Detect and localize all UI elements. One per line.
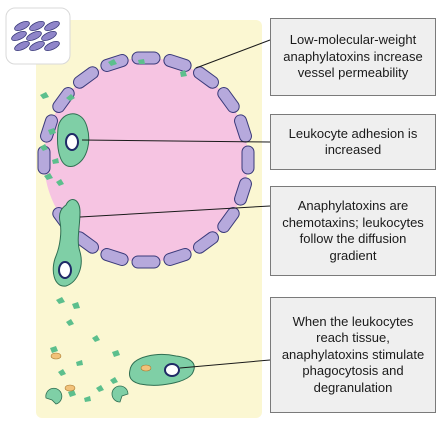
endothelial-cell (234, 177, 252, 206)
anaphylatoxin-particle (66, 94, 75, 101)
leader-lines (79, 39, 271, 369)
tissue-leukocyte (129, 354, 195, 386)
endothelial-cell (241, 145, 255, 175)
leader-line (195, 39, 271, 69)
endothelial-cell (100, 248, 129, 266)
callout-text: Leukocyte adhesion is increased (288, 125, 418, 158)
leader-line (81, 139, 271, 143)
callout-vessel-permeability: Low-molecular-weight anaphylatoxins incr… (270, 18, 436, 96)
anaphylatoxin-particle (96, 385, 104, 392)
anaphylatoxin-particle (58, 369, 66, 376)
anaphylatoxin-particle (110, 377, 118, 384)
callout-chemotaxis: Anaphylatoxins are chemotaxins; leukocyt… (270, 186, 436, 276)
leukocyte-nucleus (58, 261, 72, 279)
anaphylatoxin-particle (84, 396, 91, 402)
leader-line (179, 359, 271, 369)
callout-phagocytosis: When the leukocytes reach tissue, anaphy… (270, 297, 436, 413)
endothelial-cell (163, 248, 192, 266)
anaphylatoxin-particle (72, 302, 80, 309)
anaphylatoxin-particle (138, 59, 145, 64)
anaphylatoxin-particle (44, 173, 53, 180)
endothelial-cell (163, 54, 192, 72)
vessel-wall (37, 51, 255, 269)
endothelial-cell (193, 66, 219, 89)
leader-line (79, 205, 271, 218)
callout-text: Low-molecular-weight anaphylatoxins incr… (283, 32, 423, 81)
anaphylatoxin-particle (112, 350, 120, 357)
anaphylatoxin-particle (56, 297, 65, 304)
callout-text: When the leukocytes reach tissue, anaphy… (281, 313, 425, 395)
endothelial-cell (131, 255, 161, 269)
anaphylatoxin-particle (50, 346, 58, 353)
anaphylatoxin-particle (52, 158, 59, 164)
endothelial-cell (73, 66, 99, 89)
phagocytes (45, 385, 129, 405)
granule (50, 352, 62, 360)
anaphylatoxin-particle (108, 59, 117, 66)
callout-leukocyte-adhesion: Leukocyte adhesion is increased (270, 114, 436, 170)
endothelial-cell (131, 51, 161, 65)
anaphylatoxin-particle (66, 319, 74, 326)
granules (50, 352, 76, 392)
anaphylatoxin-particle (40, 92, 49, 99)
anaphylatoxin-particle (180, 70, 187, 77)
anaphylatoxin-particle (68, 390, 76, 397)
callout-text: Anaphylatoxins are chemotaxins; leukocyt… (282, 198, 424, 263)
leukocyte-nucleus (65, 133, 79, 151)
endothelial-cell (193, 231, 219, 254)
phagocyte (111, 385, 129, 403)
anaphylatoxin-particle (40, 144, 48, 151)
transmigrating-leukocyte (52, 199, 82, 287)
endothelial-cell (217, 87, 240, 113)
endothelial-cell (217, 207, 240, 233)
leukocyte-nucleus (164, 363, 180, 377)
granule (64, 384, 76, 392)
endothelial-cell (52, 87, 75, 113)
anaphylatoxin-particle (56, 179, 64, 186)
endothelium-thumbnail-icon (5, 7, 71, 65)
anaphylatoxin-particle (76, 360, 83, 366)
anaphylatoxin-particle (48, 128, 56, 135)
anaphylatoxin-particles (40, 59, 187, 402)
anaphylatoxin-particle (92, 335, 100, 342)
adherent-leukocyte (57, 113, 90, 167)
vessel-lumen (44, 58, 248, 262)
phagocyte (45, 387, 63, 405)
granule (140, 364, 152, 372)
